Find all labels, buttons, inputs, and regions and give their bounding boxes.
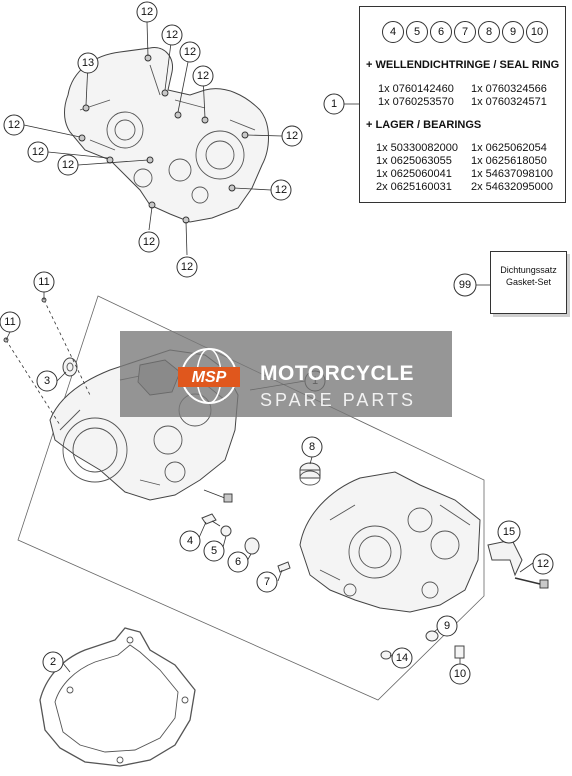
callout-12-d: 12 [192, 65, 214, 87]
chip-5: 5 [406, 21, 428, 43]
svg-text:8: 8 [309, 441, 315, 453]
svg-text:12: 12 [537, 558, 549, 570]
part-15-bracket [487, 539, 523, 577]
seal-ring-heading: + WELLENDICHTRINGE / SEAL RING [366, 59, 560, 71]
bearing-row-4-b: 2x 54632095000 [471, 181, 553, 193]
svg-text:12: 12 [286, 130, 298, 142]
callout-8: 8 [301, 436, 323, 458]
svg-text:11: 11 [38, 276, 49, 288]
watermark-banner [120, 331, 452, 417]
callout-12-e: 12 [3, 114, 25, 136]
svg-text:MSP: MSP [192, 369, 227, 386]
bearing-row-1-a: 1x 50330082000 [376, 142, 458, 154]
callout-15: 15 [497, 520, 521, 544]
callout-12-k: 12 [176, 256, 198, 278]
callout-12-b: 12 [161, 24, 183, 46]
svg-text:14: 14 [396, 652, 408, 664]
part-8-bearing [299, 462, 321, 486]
gasket-set-box: Dichtungssatz Gasket-Set [490, 251, 567, 314]
bearing-row-1-b: 1x 0625062054 [471, 142, 547, 154]
callout-99: 99 [453, 273, 477, 297]
svg-text:12: 12 [143, 236, 155, 248]
callout-12-h: 12 [57, 154, 79, 176]
svg-text:99: 99 [459, 279, 471, 291]
svg-text:2: 2 [50, 656, 56, 668]
chip-4: 4 [382, 21, 404, 43]
svg-text:12: 12 [62, 159, 74, 171]
svg-text:12: 12 [275, 184, 287, 196]
svg-text:12: 12 [32, 146, 44, 158]
seal-row-2-b: 1x 0760324571 [471, 96, 547, 108]
seal-row-1-b: 1x 0760324566 [471, 83, 547, 95]
assembly-boundary [17, 295, 485, 701]
svg-text:12: 12 [166, 29, 178, 41]
svg-text:12: 12 [8, 119, 20, 131]
svg-text:12: 12 [184, 46, 196, 58]
callout-10: 10 [449, 663, 471, 685]
callout-12-c: 12 [179, 41, 201, 63]
callout-3: 3 [36, 370, 58, 392]
chip-8: 8 [478, 21, 500, 43]
callout-12-a: 12 [136, 1, 158, 23]
engine-case-overview [64, 47, 269, 224]
part-3-seal [62, 357, 78, 377]
callout-2: 2 [42, 651, 64, 673]
callout-12-g: 12 [27, 141, 49, 163]
callout-12-main: 12 [532, 553, 554, 575]
watermark-subtitle: SPARE PARTS [260, 390, 417, 410]
callout-11-b: 11 [0, 311, 21, 333]
svg-text:3: 3 [44, 375, 50, 387]
seal-row-1-a: 1x 0760142460 [378, 83, 454, 95]
callout-7: 7 [256, 571, 278, 593]
watermark-title: MOTORCYCLE [260, 362, 414, 385]
small-parts [201, 489, 291, 573]
callout-12-i: 12 [270, 179, 292, 201]
svg-text:10: 10 [454, 668, 466, 680]
chip-7: 7 [454, 21, 476, 43]
svg-text:7: 7 [264, 576, 270, 588]
callout-14: 14 [391, 647, 413, 669]
bearing-row-2-b: 1x 0625618050 [471, 155, 547, 167]
part-12-bolt [514, 577, 549, 589]
seal-row-2-a: 1x 0760253570 [378, 96, 454, 108]
svg-text:11: 11 [4, 316, 15, 328]
bearing-row-3-a: 1x 0625060041 [376, 168, 452, 180]
msp-logo-icon: MSP [178, 348, 240, 404]
svg-text:9: 9 [444, 620, 450, 632]
svg-text:13: 13 [82, 57, 94, 69]
chip-6: 6 [430, 21, 452, 43]
callout-4: 4 [179, 530, 201, 552]
chip-10: 10 [526, 21, 548, 43]
svg-text:12: 12 [141, 6, 153, 18]
bearing-row-2-a: 1x 0625063055 [376, 155, 452, 167]
gasket-set-label-en: Gasket-Set [505, 277, 552, 287]
part-9-washer [425, 630, 439, 642]
svg-text:12: 12 [197, 70, 209, 82]
part-14-seal [380, 650, 392, 660]
svg-text:12: 12 [181, 261, 193, 273]
callout-12-f: 12 [281, 125, 303, 147]
chip-9: 9 [502, 21, 524, 43]
callout-5: 5 [203, 540, 225, 562]
svg-text:4: 4 [187, 535, 193, 547]
part-2-gasket [39, 627, 196, 767]
callout-9: 9 [436, 615, 458, 637]
svg-text:1: 1 [331, 98, 337, 110]
bearing-row-4-a: 2x 0625160031 [376, 181, 452, 193]
bearings-heading: + LAGER / BEARINGS [366, 119, 482, 131]
right-case-half [299, 471, 481, 613]
callout-12-j: 12 [138, 231, 160, 253]
svg-text:15: 15 [503, 526, 515, 538]
callout-1-kit: 1 [323, 93, 345, 115]
part-10-plug [454, 645, 465, 659]
svg-text:6: 6 [235, 556, 241, 568]
callout-6: 6 [227, 551, 249, 573]
svg-text:5: 5 [211, 545, 217, 557]
callout-11-a: 11 [33, 271, 55, 293]
gasket-set-label-de: Dichtungssatz [500, 265, 557, 275]
callout-13: 13 [77, 52, 99, 74]
bearing-row-3-b: 1x 54637098100 [471, 168, 553, 180]
